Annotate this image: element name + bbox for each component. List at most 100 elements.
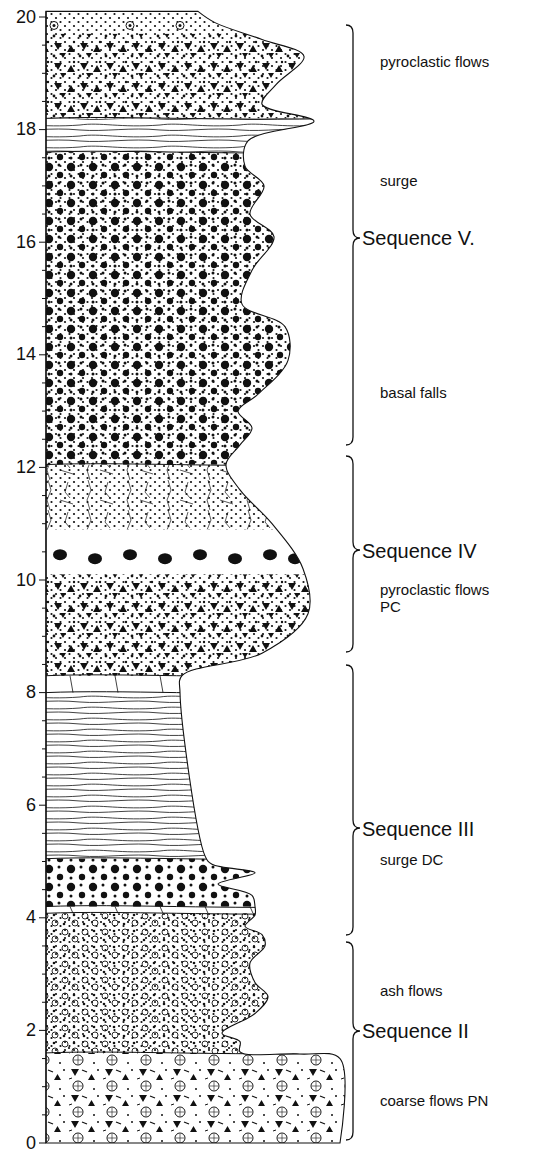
axis-tick [42, 101, 46, 102]
sequence-bracket [346, 456, 360, 652]
crack [115, 676, 118, 693]
unit-label: ash flows [380, 982, 443, 999]
axis-value: 8 [2, 682, 36, 703]
axis-value: 18 [2, 119, 36, 140]
lithology-texture [46, 465, 346, 530]
axis-tick [42, 326, 46, 327]
lithology-texture [46, 118, 346, 152]
axis-tick [42, 1058, 46, 1059]
sequence-name: Sequence V. [362, 227, 475, 250]
axis-tick [39, 17, 46, 18]
axis-tick [42, 214, 46, 215]
accretionary-lapilli [53, 24, 56, 27]
layer-boundary [46, 464, 345, 466]
axis-tick [42, 1114, 46, 1115]
axis-tick [42, 411, 46, 412]
clast [228, 553, 242, 564]
axis-tick [42, 664, 46, 665]
axis-tick [39, 692, 46, 693]
axis-tick [42, 1086, 46, 1087]
axis-value: 20 [2, 7, 36, 28]
axis-tick [42, 608, 46, 609]
axis-tick [42, 73, 46, 74]
sequence-bracket [346, 942, 360, 1140]
sequence-name: Sequence II [362, 1020, 469, 1043]
lithology-texture [46, 152, 346, 464]
axis-value: 14 [2, 344, 36, 365]
column-outline [46, 11, 345, 1143]
lithology-texture [46, 693, 346, 859]
axis-tick [39, 1030, 46, 1031]
crack [250, 676, 253, 693]
clast [193, 549, 207, 560]
crack [160, 907, 163, 914]
lithology-texture [46, 465, 346, 530]
accretionary-lapilli [126, 21, 134, 29]
axis-value: 4 [2, 907, 36, 928]
axis-value: 2 [2, 1020, 36, 1041]
axis-tick [42, 636, 46, 637]
layer-boundary [46, 906, 345, 908]
unit-label: basal falls [380, 384, 447, 401]
axis-tick [42, 945, 46, 946]
axis-tick [42, 523, 46, 524]
clast [53, 549, 67, 560]
axis-tick [42, 974, 46, 975]
axis-tick [39, 354, 46, 355]
axis-tick [42, 45, 46, 46]
crack [160, 676, 163, 693]
axis-tick [42, 1002, 46, 1003]
axis-tick [42, 439, 46, 440]
lithology-texture [46, 1053, 346, 1143]
axis-tick [39, 805, 46, 806]
clast [88, 553, 102, 564]
axis-value: 12 [2, 457, 36, 478]
crack [205, 907, 208, 914]
sequence-name: Sequence IV [362, 540, 477, 563]
axis-tick [42, 495, 46, 496]
axis-value: 0 [2, 1133, 36, 1154]
layer-boundary [46, 858, 345, 860]
axis-tick [42, 748, 46, 749]
axis-tick [42, 298, 46, 299]
clast [158, 553, 172, 564]
axis-value: 6 [2, 795, 36, 816]
crack [70, 676, 73, 693]
axis-tick [42, 551, 46, 552]
unit-label: coarse flows PN [380, 1092, 488, 1109]
lithology-texture [46, 152, 346, 464]
unit-label: pyroclastic flows [380, 53, 489, 70]
axis-value: 10 [2, 570, 36, 591]
axis-tick [42, 861, 46, 862]
axis-tick [42, 833, 46, 834]
unit-label: pyroclastic flows PC [380, 581, 508, 616]
unit-label: surge DC [380, 851, 443, 868]
axis-value: 16 [2, 232, 36, 253]
lithology-texture [46, 34, 346, 118]
clast [263, 549, 277, 560]
axis-tick [42, 185, 46, 186]
axis-tick [39, 467, 46, 468]
axis-tick [42, 157, 46, 158]
lithology-texture [46, 6, 346, 34]
axis-tick [39, 1143, 46, 1144]
accretionary-lapilli [179, 24, 182, 27]
axis-tick [42, 889, 46, 890]
layer-boundary [46, 675, 345, 677]
accretionary-lapilli [50, 21, 58, 29]
axis-tick [39, 917, 46, 918]
axis-tick [39, 242, 46, 243]
accretionary-lapilli [129, 24, 132, 27]
sequence-bracket [346, 25, 360, 445]
axis-tick [42, 382, 46, 383]
axis-tick [42, 720, 46, 721]
axis-tick [39, 580, 46, 581]
layer-boundary [46, 692, 345, 694]
clast [123, 549, 137, 560]
layer-boundary [46, 151, 345, 153]
axis-tick [42, 777, 46, 778]
accretionary-lapilli [176, 21, 184, 29]
sequence-bracket [346, 665, 360, 935]
axis-tick [39, 129, 46, 130]
